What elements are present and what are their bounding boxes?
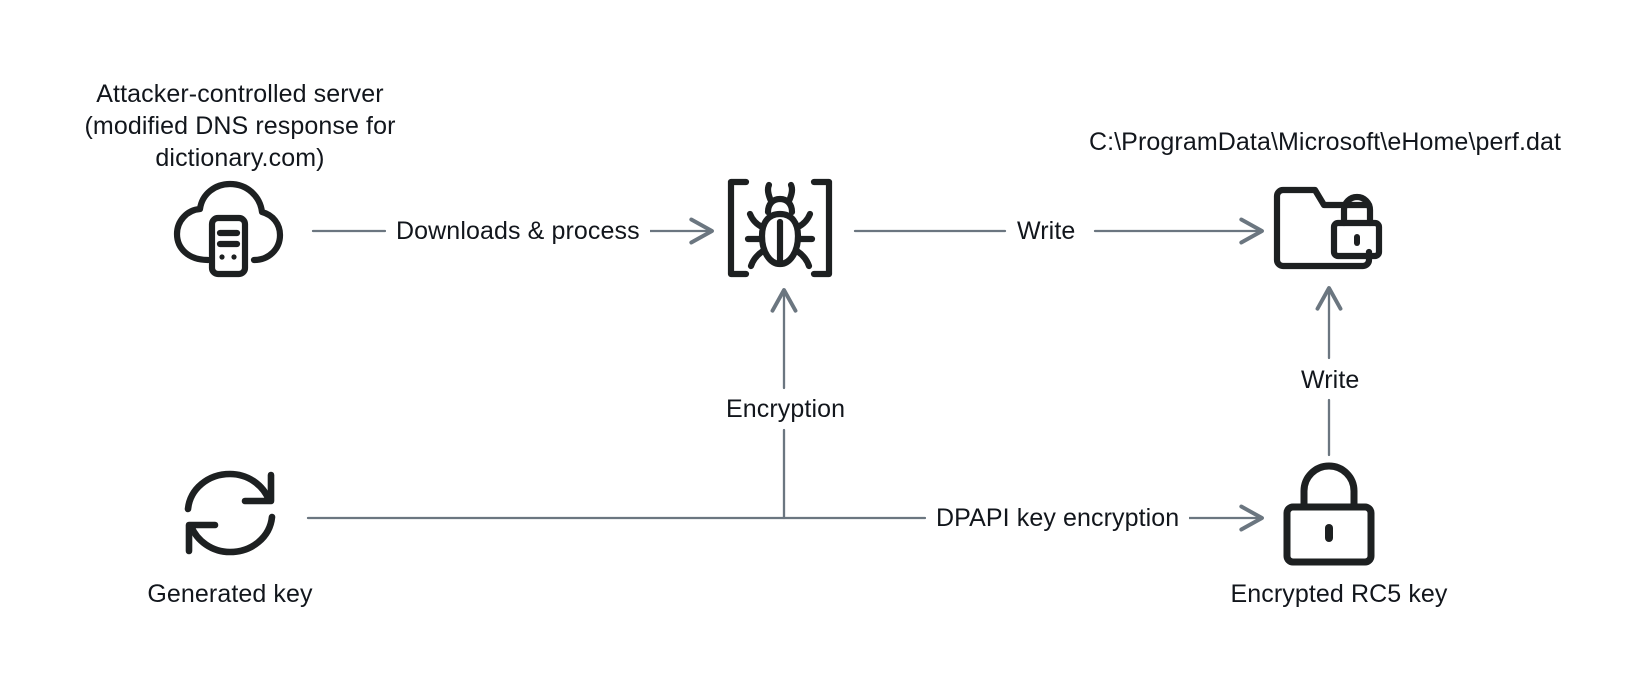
edge-downloads-label: Downloads & process xyxy=(386,217,650,246)
bracket-left xyxy=(727,178,750,278)
edge-encryption-label: Encryption xyxy=(716,395,856,424)
folder-lock-icon xyxy=(1272,180,1384,276)
refresh-cycle-icon xyxy=(180,463,280,563)
padlock-icon xyxy=(1280,460,1378,568)
file-path-label: C:\ProgramData\Microsoft\eHome\perf.dat xyxy=(1088,128,1562,156)
attacker-server-label-line3: dictionary.com) xyxy=(155,144,325,172)
attacker-server-label-line1: Attacker-controlled server xyxy=(96,80,384,108)
edge-dpapi-label: DPAPI key encryption xyxy=(926,504,1190,533)
attacker-server-label-line2: (modified DNS response for xyxy=(84,112,396,140)
encrypted-rc5-key-label: Encrypted RC5 key xyxy=(1230,580,1448,608)
attacker-server-label: Attacker-controlled server (modified DNS… xyxy=(60,78,420,174)
cloud-server-icon xyxy=(172,178,284,278)
generated-key-label: Generated key xyxy=(147,580,313,608)
bug-in-brackets-icon xyxy=(724,178,836,278)
edge-write-top-label: Write xyxy=(1007,217,1086,246)
edge-write-right-label: Write xyxy=(1291,366,1370,395)
bracket-right xyxy=(810,178,833,278)
